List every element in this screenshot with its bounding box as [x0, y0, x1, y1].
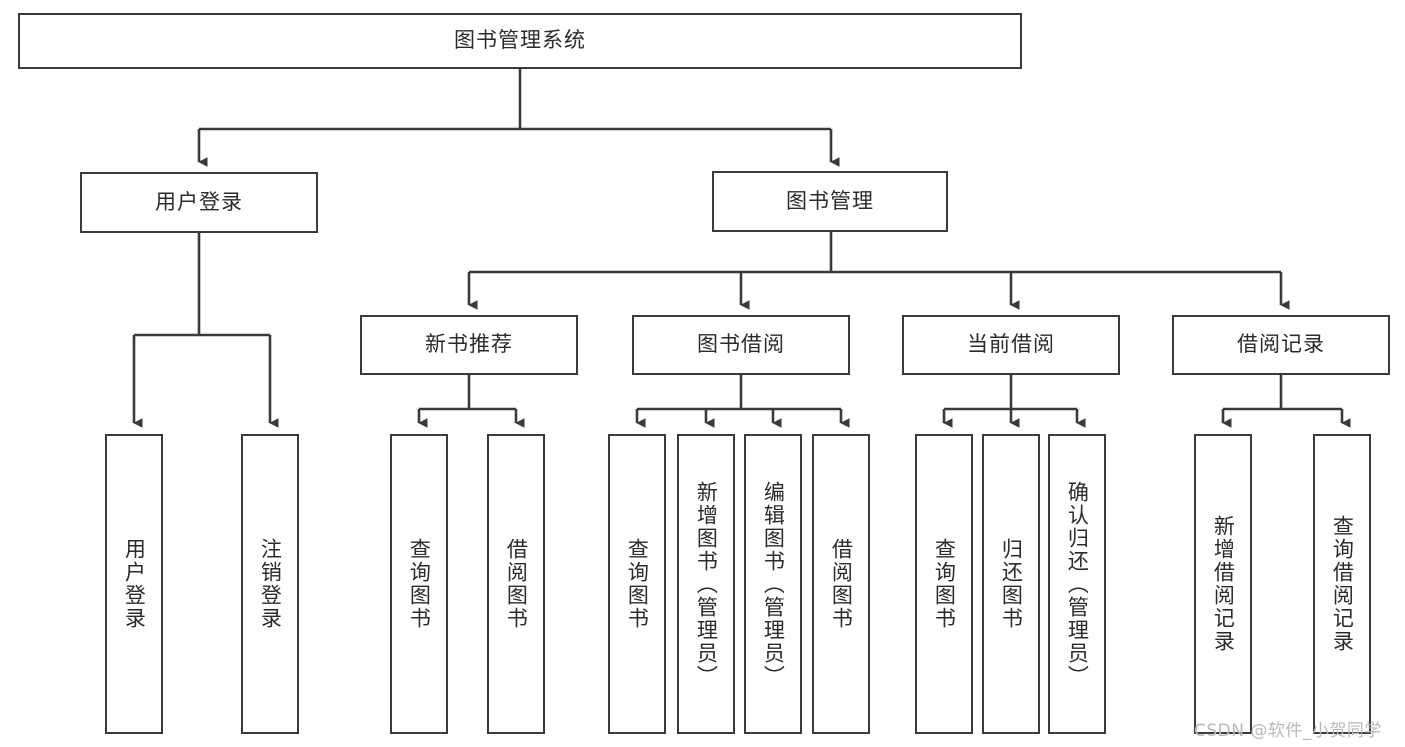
node-label: 用户登录 [155, 189, 243, 214]
leaf-record-add-record[interactable]: 新增借阅记录 [1194, 434, 1252, 734]
node-label: 注销登录 [258, 538, 283, 630]
node-label: 新增图书（管理员） [694, 480, 719, 688]
node-label: 借阅记录 [1237, 332, 1325, 357]
leaf-user-login-logout[interactable]: 注销登录 [241, 434, 299, 734]
node-label: 查询图书 [932, 538, 957, 630]
node-label: 当前借阅 [967, 332, 1055, 357]
node-label: 图书管理系统 [454, 28, 586, 53]
leaf-borrow-add-book[interactable]: 新增图书（管理员） [677, 434, 735, 734]
node-label: 借阅图书 [504, 538, 529, 630]
leaf-user-login-login[interactable]: 用户登录 [105, 434, 163, 734]
node-label: 查询图书 [407, 538, 432, 630]
leaf-borrow-query-book[interactable]: 查询图书 [608, 434, 666, 734]
node-label: 确认归还（管理员） [1065, 480, 1090, 688]
node-label: 新书推荐 [425, 332, 513, 357]
node-new-book-recommend[interactable]: 新书推荐 [360, 315, 578, 375]
leaf-current-return-book[interactable]: 归还图书 [982, 434, 1040, 734]
leaf-record-query-record[interactable]: 查询借阅记录 [1313, 434, 1371, 734]
node-current-borrow[interactable]: 当前借阅 [902, 315, 1120, 375]
leaf-borrow-edit-book[interactable]: 编辑图书（管理员） [744, 434, 802, 734]
leaf-recommend-query-book[interactable]: 查询图书 [390, 434, 448, 734]
leaf-borrow-borrow-book[interactable]: 借阅图书 [812, 434, 870, 734]
node-label: 新增借阅记录 [1211, 515, 1236, 653]
node-label: 编辑图书（管理员） [761, 480, 786, 688]
node-label: 图书管理 [786, 188, 874, 213]
node-label: 查询图书 [625, 538, 650, 630]
leaf-recommend-borrow-book[interactable]: 借阅图书 [487, 434, 545, 734]
node-user-login[interactable]: 用户登录 [80, 172, 318, 233]
node-borrow-record[interactable]: 借阅记录 [1172, 315, 1390, 375]
node-label: 借阅图书 [829, 538, 854, 630]
node-label: 图书借阅 [697, 332, 785, 357]
node-book-borrow[interactable]: 图书借阅 [632, 315, 850, 375]
leaf-current-query-book[interactable]: 查询图书 [915, 434, 973, 734]
watermark-label: CSDN @软件_小贺同学 [1194, 721, 1382, 741]
node-label: 查询借阅记录 [1330, 515, 1355, 653]
leaf-current-confirm-return[interactable]: 确认归还（管理员） [1048, 434, 1106, 734]
node-book-management[interactable]: 图书管理 [712, 171, 948, 232]
node-label: 归还图书 [999, 538, 1024, 630]
node-root-system[interactable]: 图书管理系统 [18, 13, 1022, 69]
node-label: 用户登录 [122, 538, 147, 630]
